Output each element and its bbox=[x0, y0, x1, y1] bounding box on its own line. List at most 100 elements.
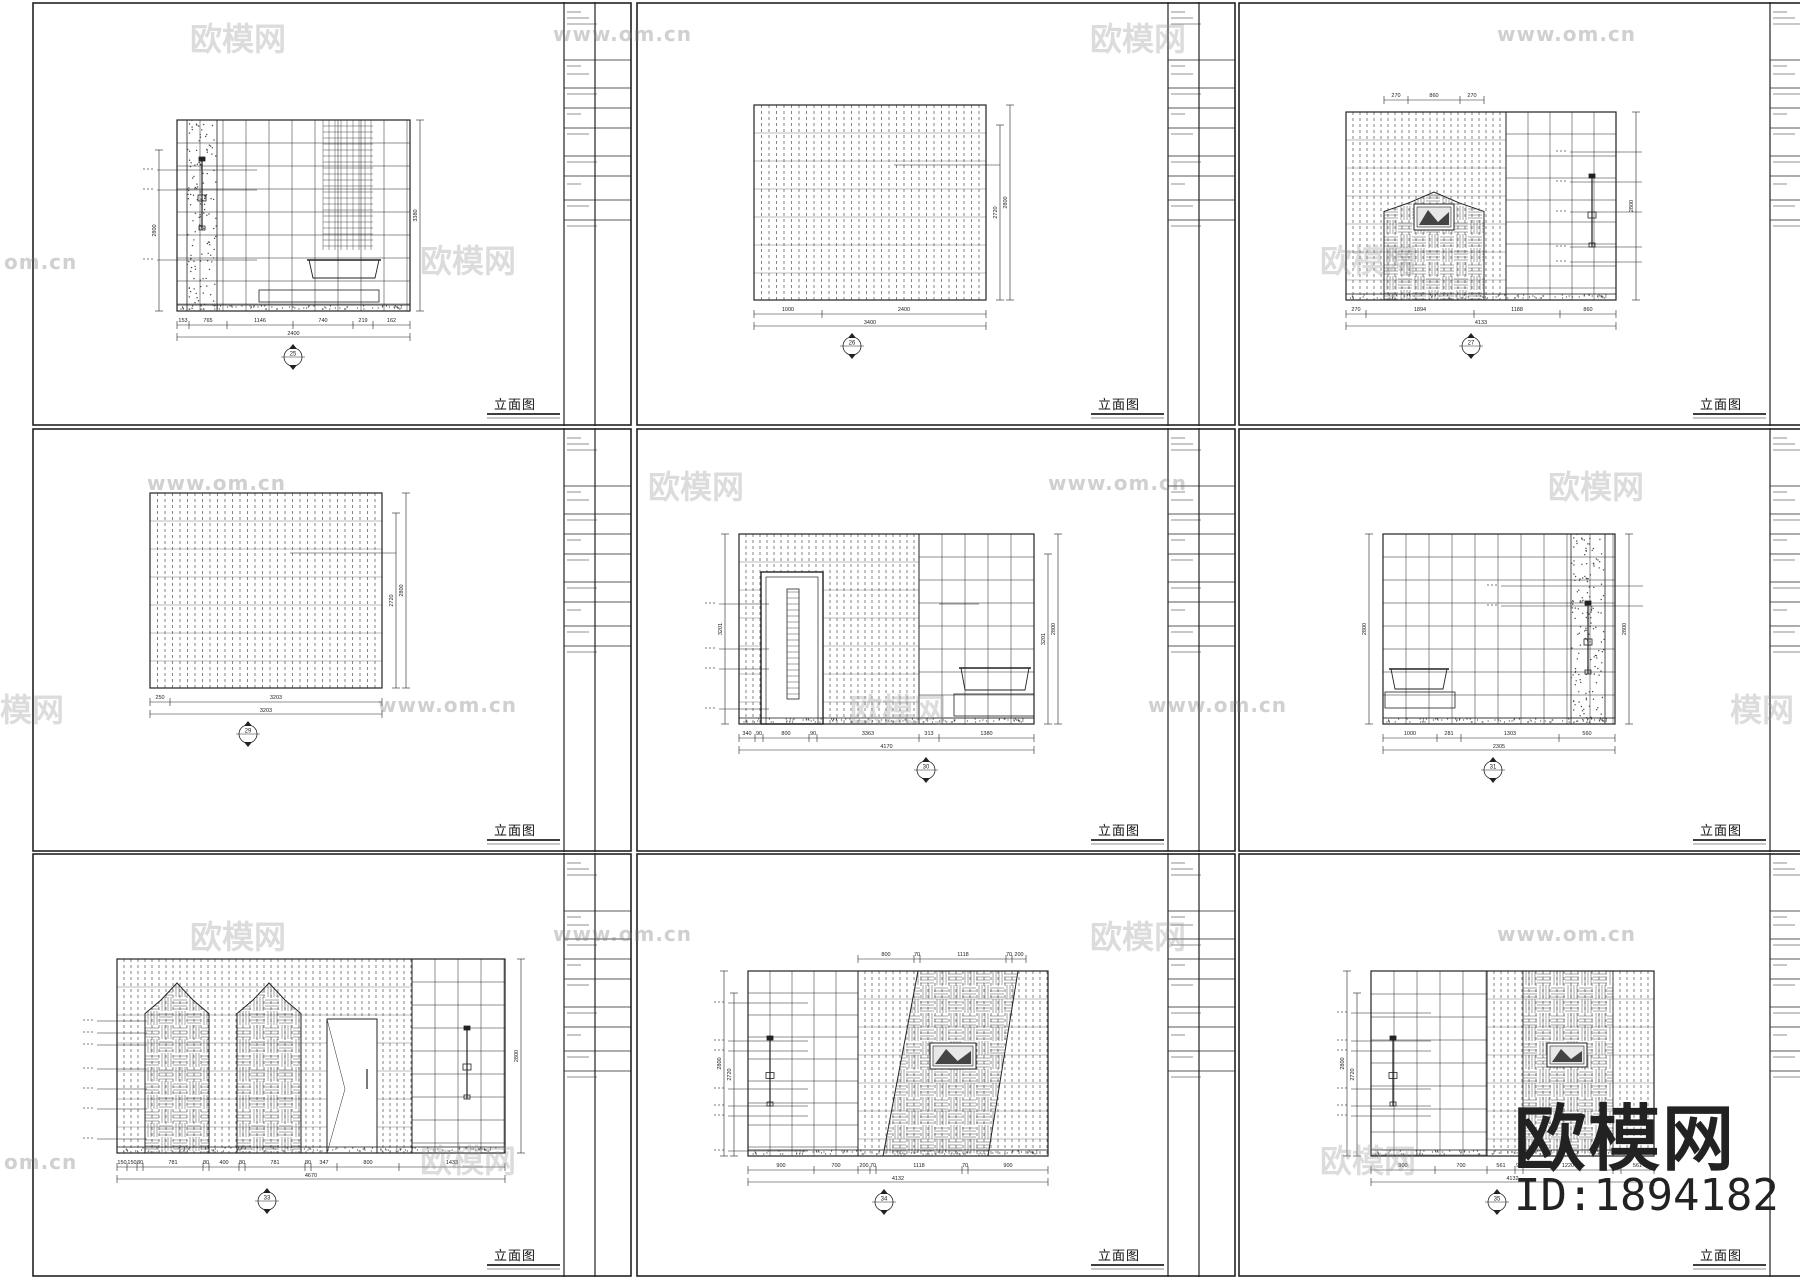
model-id-label: ID:1894182 bbox=[1514, 1170, 1779, 1221]
wood-stripe-pattern bbox=[754, 105, 986, 300]
floor-strip bbox=[176, 304, 411, 312]
dimension-label: 270 bbox=[1351, 307, 1360, 313]
floor-strip bbox=[1370, 1149, 1655, 1157]
dimension-label: 860 bbox=[1583, 307, 1592, 313]
dimension-label: 740 bbox=[318, 318, 327, 324]
dimension-label: 2720 bbox=[1350, 1068, 1356, 1080]
wall-outline bbox=[753, 104, 987, 301]
basketweave-pattern bbox=[145, 983, 209, 1153]
vertical-dimension: 2800 bbox=[514, 958, 525, 1154]
dimension-label: 4670 bbox=[305, 1173, 317, 1179]
vertical-dimension: 2800 bbox=[1622, 533, 1633, 725]
dimension-label: 2305 bbox=[1493, 744, 1505, 750]
sheet-title: 立面图 bbox=[494, 1249, 537, 1264]
dimension-label: 70 bbox=[870, 1163, 876, 1169]
vertical-dimension: 2800 bbox=[717, 970, 728, 1157]
dimension-label: 1433 bbox=[446, 1160, 458, 1166]
vertical-dimension: 2800 bbox=[1340, 970, 1351, 1157]
sheet-title: 立面图 bbox=[494, 824, 537, 839]
floor-strip bbox=[738, 717, 1035, 725]
dimension-label: 2800 bbox=[152, 224, 158, 236]
title-block bbox=[563, 853, 631, 1277]
shower-fixture bbox=[462, 1025, 472, 1100]
dimension-label: 2800 bbox=[1003, 196, 1009, 208]
vertical-dimension: 2800 bbox=[1051, 533, 1062, 725]
sheet-title: 立面图 bbox=[1700, 824, 1743, 839]
dimension-label: 219 bbox=[358, 318, 367, 324]
tub-step bbox=[258, 289, 380, 303]
decorative-painting bbox=[1413, 203, 1455, 231]
elevation-index-marker: 30 bbox=[914, 757, 938, 783]
dimension-label: 4132 bbox=[892, 1176, 904, 1182]
shower-fixture bbox=[1583, 600, 1593, 675]
dimension-label: 200 bbox=[859, 1163, 868, 1169]
sheet-border bbox=[1238, 428, 1800, 852]
elevation-index-marker: 29 bbox=[236, 721, 260, 747]
dimension-label: 1146 bbox=[254, 318, 266, 324]
elevation-index-marker: 25 bbox=[281, 344, 305, 370]
glass-door bbox=[326, 1018, 378, 1154]
shower-fixture bbox=[1388, 1035, 1398, 1107]
dimension-label: 781 bbox=[168, 1160, 177, 1166]
dimension-label: 347 bbox=[319, 1160, 328, 1166]
dimension-label: 80 bbox=[239, 1160, 245, 1166]
annotation-leaders bbox=[705, 602, 769, 710]
wall-outline bbox=[1382, 533, 1616, 725]
dimension-label: 3400 bbox=[864, 320, 876, 326]
elevation-number: 34 bbox=[881, 1197, 888, 1203]
dimension-label: 70 bbox=[914, 952, 920, 958]
dimension-label: 4133 bbox=[1475, 320, 1487, 326]
sheet-border bbox=[636, 428, 1236, 852]
annotation-leaders bbox=[83, 1019, 147, 1140]
dimension-label: 1220 bbox=[1562, 1163, 1574, 1169]
dimension-label: 4170 bbox=[880, 744, 892, 750]
dimension-label: 1000 bbox=[1404, 731, 1416, 737]
dimension-label: 270 bbox=[1467, 93, 1476, 99]
dimension-label: 281 bbox=[1444, 731, 1453, 737]
mosaic-tile-column bbox=[322, 119, 373, 250]
dimension-label: 1188 bbox=[1511, 307, 1523, 313]
wall-outline bbox=[149, 492, 383, 689]
dimension-label: 800 bbox=[363, 1160, 372, 1166]
tile-grid bbox=[919, 534, 1034, 724]
dimension-label: 90 bbox=[1614, 1163, 1620, 1169]
dimension-label: 90 bbox=[810, 731, 816, 737]
dimension-label: 3363 bbox=[862, 731, 874, 737]
dimension-label: 70 bbox=[962, 1163, 968, 1169]
title-block bbox=[563, 2, 631, 426]
dimension-label: 340 bbox=[742, 731, 751, 737]
title-block bbox=[1769, 428, 1800, 852]
floor-strip bbox=[747, 1149, 1049, 1157]
dimension-label: 90 bbox=[1516, 1163, 1522, 1169]
annotation-leaders bbox=[1556, 150, 1642, 263]
sheet-title: 立面图 bbox=[1700, 398, 1743, 413]
tub-base bbox=[953, 693, 1035, 717]
dimension-label: 2720 bbox=[993, 206, 999, 218]
dimension-label: 2800 bbox=[514, 1050, 520, 1062]
elevation-index-marker: 33 bbox=[255, 1188, 279, 1214]
vertical-dimension: 2720 bbox=[727, 992, 738, 1157]
dimension-label: 1000 bbox=[782, 307, 794, 313]
dimension-label: 2800 bbox=[1362, 623, 1368, 635]
wall-outline bbox=[1345, 111, 1617, 301]
dimension-label: 150 bbox=[127, 1160, 136, 1166]
dimension-label: 4132 bbox=[1506, 1176, 1518, 1182]
dimension-label: 3201 bbox=[1041, 633, 1047, 645]
tile-grid bbox=[748, 971, 858, 1156]
arched-niche bbox=[236, 982, 302, 1154]
vertical-dimension: 2800 bbox=[1003, 104, 1014, 301]
dimension-label: 3203 bbox=[270, 695, 282, 701]
vertical-dimension: 2720 bbox=[993, 124, 1004, 301]
